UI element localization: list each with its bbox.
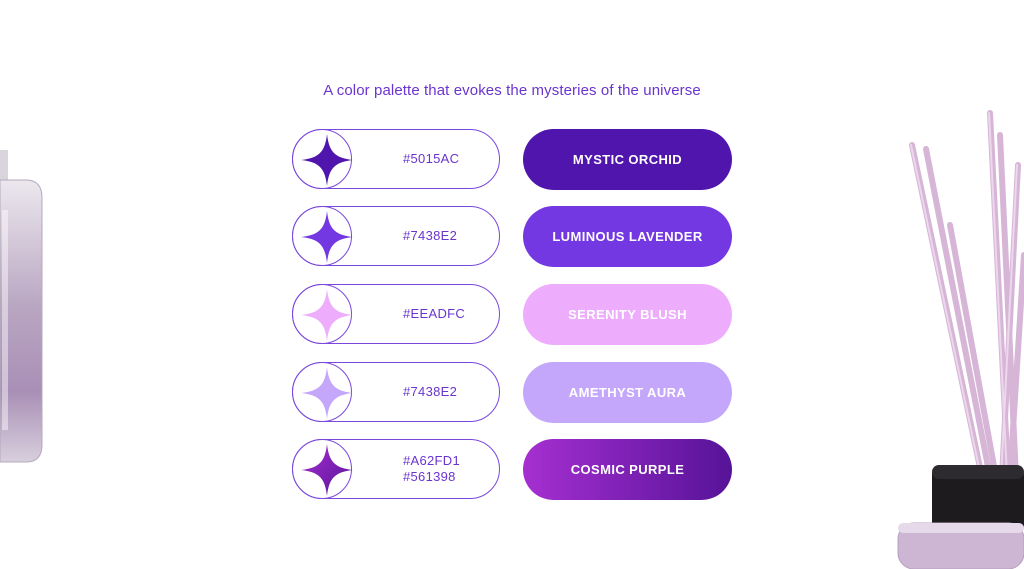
palette-row: #A62FD1#561398 COSMIC PURPLE [292,439,732,501]
hex-code: #5015AC [403,151,460,166]
sparkle-star-icon [301,211,353,263]
hex-code-group: #5015AC [403,130,459,188]
palette-row: #7438E2 AMETHYST AURA [292,362,732,424]
color-code-pill: #7438E2 [292,362,500,422]
palette-row: #7438E2 LUMINOUS LAVENDER [292,206,732,268]
color-name-pill: LUMINOUS LAVENDER [523,206,732,267]
sparkle-star-icon [301,367,353,419]
hex-code: #561398 [403,469,456,484]
swatch-ring [292,439,352,499]
hex-code-group: #A62FD1#561398 [403,440,460,498]
sparkle-star-icon [301,134,353,186]
swatch-ring [292,129,352,189]
perfume-bottle-image [0,150,43,463]
swatch-ring [292,362,352,422]
hex-code: #EEADFC [403,306,466,321]
color-name-pill: SERENITY BLUSH [523,284,732,345]
hex-code-group: #7438E2 [403,363,457,421]
hex-code: #7438E2 [403,384,458,399]
hex-code: #A62FD1 [403,453,461,468]
color-code-pill: #EEADFC [292,284,500,344]
sparkle-star-icon [301,444,353,496]
color-name-pill: COSMIC PURPLE [523,439,732,500]
sparkle-star-icon [301,289,353,341]
swatch-ring [292,284,352,344]
page-title: A color palette that evokes the mysterie… [323,82,701,99]
palette-row: #5015AC MYSTIC ORCHID [292,129,732,191]
swatch-ring [292,206,352,266]
reed-diffuser-image [897,110,1024,569]
palette-row: #EEADFC SERENITY BLUSH [292,284,732,346]
color-code-pill: #5015AC [292,129,500,189]
hex-code-group: #7438E2 [403,207,457,265]
color-code-pill: #7438E2 [292,206,500,266]
color-name-pill: AMETHYST AURA [523,362,732,423]
hex-code: #7438E2 [403,228,458,243]
color-name-pill: MYSTIC ORCHID [523,129,732,190]
hex-code-group: #EEADFC [403,285,465,343]
color-code-pill: #A62FD1#561398 [292,439,500,499]
